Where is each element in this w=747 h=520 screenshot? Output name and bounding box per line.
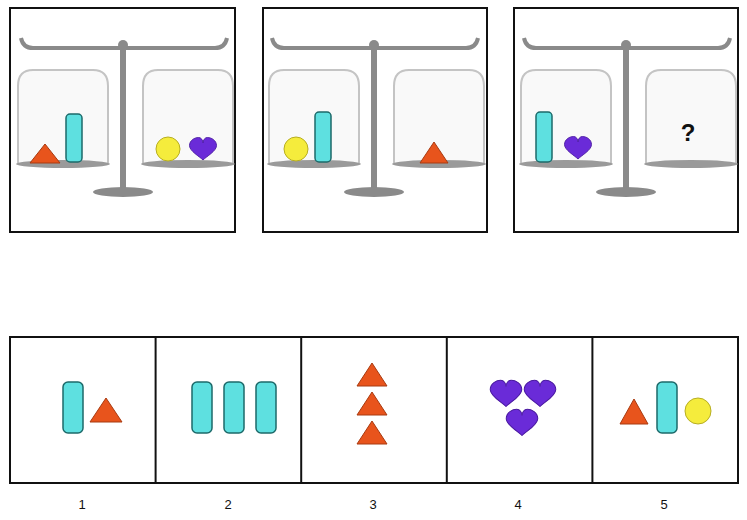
cylinder-shape: [657, 382, 677, 433]
option-number: 4: [514, 498, 521, 511]
option-number: 2: [224, 498, 231, 511]
triangle-shape: [620, 399, 648, 424]
option-number: 5: [660, 498, 667, 511]
circle-shape: [284, 137, 308, 161]
panel-frame: [514, 8, 738, 232]
answer-strip: [10, 337, 738, 483]
panel-frame: [263, 8, 487, 232]
triangle-shape: [357, 392, 387, 415]
heart-shape: [506, 409, 538, 435]
heart-shape: [490, 380, 522, 406]
triangle-shape: [30, 144, 60, 163]
cell-divider: [155, 337, 157, 483]
balance-scale: [16, 38, 235, 197]
balance-scale: [267, 38, 486, 197]
cylinder-shape: [315, 112, 331, 162]
heart-shape: [190, 138, 217, 161]
cylinder-shape: [63, 382, 83, 433]
option-number: 1: [78, 498, 85, 511]
triangle-shape: [357, 363, 387, 386]
cell-divider: [591, 337, 593, 483]
cylinder-shape: [256, 382, 276, 433]
triangle-shape: [90, 398, 122, 422]
balance-scale: [519, 38, 738, 197]
cylinder-shape: [536, 112, 552, 162]
cylinder-shape: [192, 382, 212, 433]
option-number: 3: [369, 498, 376, 511]
cylinder-shape: [224, 382, 244, 433]
heart-shape: [565, 137, 592, 160]
heart-shape: [524, 380, 556, 406]
triangle-shape: [420, 142, 448, 163]
cell-divider: [300, 337, 302, 483]
cell-divider: [446, 337, 448, 483]
cylinder-shape: [66, 114, 82, 162]
panel-frame: [10, 8, 235, 232]
triangle-shape: [357, 421, 387, 444]
circle-shape: [156, 137, 180, 161]
question-mark: ?: [681, 121, 696, 145]
circle-shape: [685, 398, 711, 424]
